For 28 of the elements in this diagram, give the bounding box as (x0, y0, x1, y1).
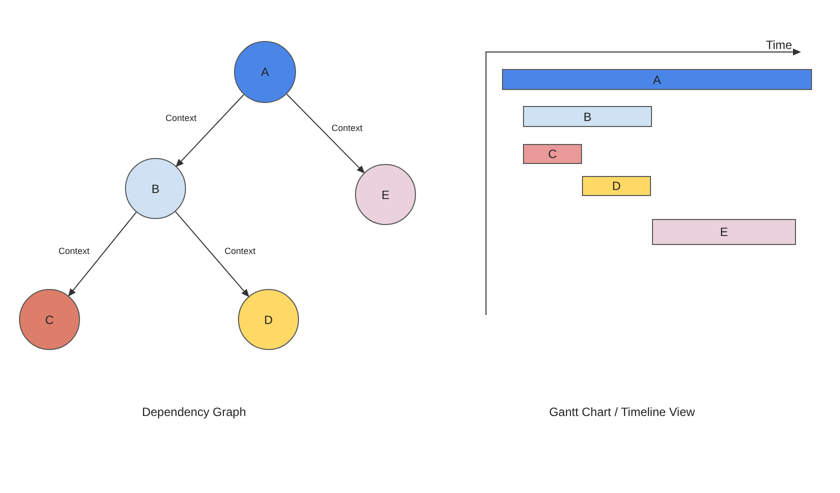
node-label: B (151, 182, 160, 196)
task-circle (125, 158, 186, 219)
node-label: E (381, 188, 390, 202)
node-label: B (583, 110, 592, 124)
arrow (68, 212, 137, 297)
arrow (176, 94, 244, 168)
timeline-bar (502, 69, 812, 90)
node-label: C (45, 312, 54, 326)
timeline-bar (523, 106, 652, 127)
caption: Dependency Graph (142, 405, 246, 419)
node-label: C (548, 147, 557, 161)
node-label: D (612, 179, 621, 193)
task-circle (234, 41, 296, 103)
edge-label: Context (330, 122, 364, 134)
axis-label: Time (766, 38, 792, 52)
node-label: A (260, 65, 269, 79)
timeline-bar (652, 219, 796, 245)
edge-label: Context (57, 245, 91, 257)
arrow (286, 94, 365, 174)
node-label: D (264, 312, 273, 326)
arrow (174, 211, 250, 298)
timeline-bar (582, 176, 651, 196)
edge-label: Context (164, 112, 198, 124)
caption: Gantt Chart / Timeline View (549, 405, 695, 419)
node-label: E (720, 225, 728, 239)
edge-label: Context (223, 245, 257, 257)
timeline-bar (523, 144, 582, 164)
node-label: A (652, 72, 661, 86)
